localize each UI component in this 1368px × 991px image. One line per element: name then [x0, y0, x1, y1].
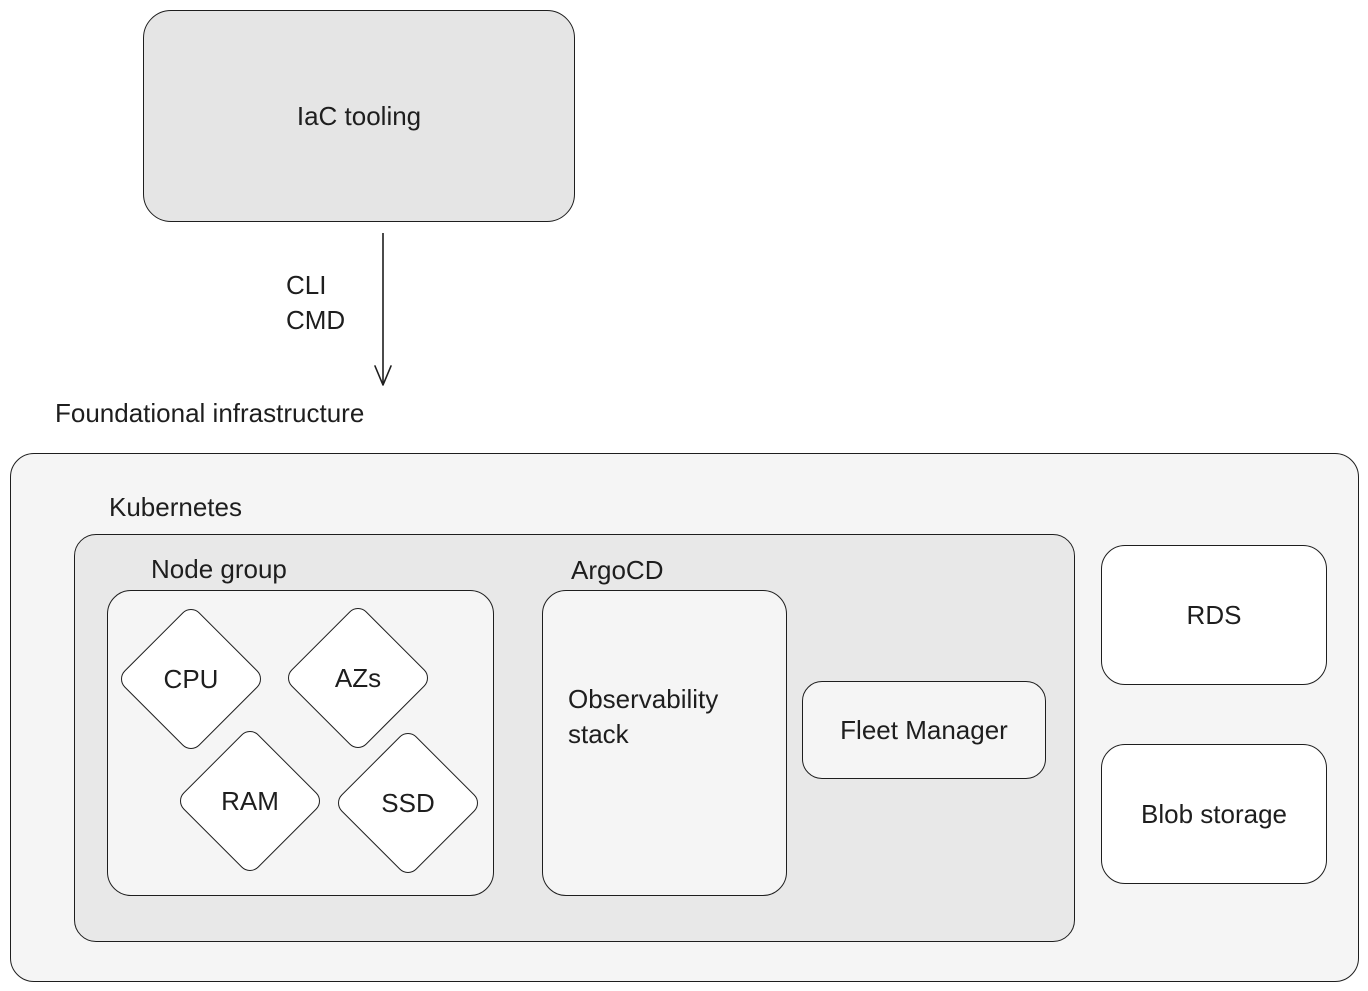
ram-diamond: RAM	[175, 726, 325, 876]
arrow-down-icon	[374, 233, 392, 386]
fleet-manager-box: Fleet Manager	[802, 681, 1046, 779]
observability-line-2: stack	[568, 719, 629, 749]
ram-label: RAM	[221, 785, 279, 816]
azs-diamond: AZs	[283, 603, 433, 753]
ssd-label: SSD	[381, 787, 435, 818]
rds-label: RDS	[1186, 599, 1242, 630]
observability-stack-label: Observability stack	[568, 682, 718, 752]
observability-stack-box	[542, 590, 787, 896]
node-group-title: Node group	[151, 554, 287, 584]
foundational-infrastructure-title: Foundational infrastructure	[55, 398, 365, 428]
cpu-diamond: CPU	[116, 604, 266, 754]
blob-storage-box: Blob storage	[1101, 744, 1327, 884]
ssd-diamond: SSD	[333, 728, 483, 878]
iac-tooling-box: IaC tooling	[143, 10, 575, 222]
rds-box: RDS	[1101, 545, 1327, 685]
azs-label: AZs	[334, 662, 382, 693]
cpu-label: CPU	[163, 663, 219, 694]
kubernetes-title: Kubernetes	[109, 492, 242, 522]
fleet-manager-label: Fleet Manager	[840, 714, 1008, 745]
observability-line-1: Observability	[568, 684, 719, 714]
iac-tooling-label: IaC tooling	[296, 100, 422, 131]
argocd-title: ArgoCD	[571, 555, 664, 585]
arrow-label-cmd: CMD	[286, 305, 346, 335]
blob-storage-label: Blob storage	[1141, 798, 1287, 829]
arrow-label-cli: CLI	[286, 270, 327, 300]
